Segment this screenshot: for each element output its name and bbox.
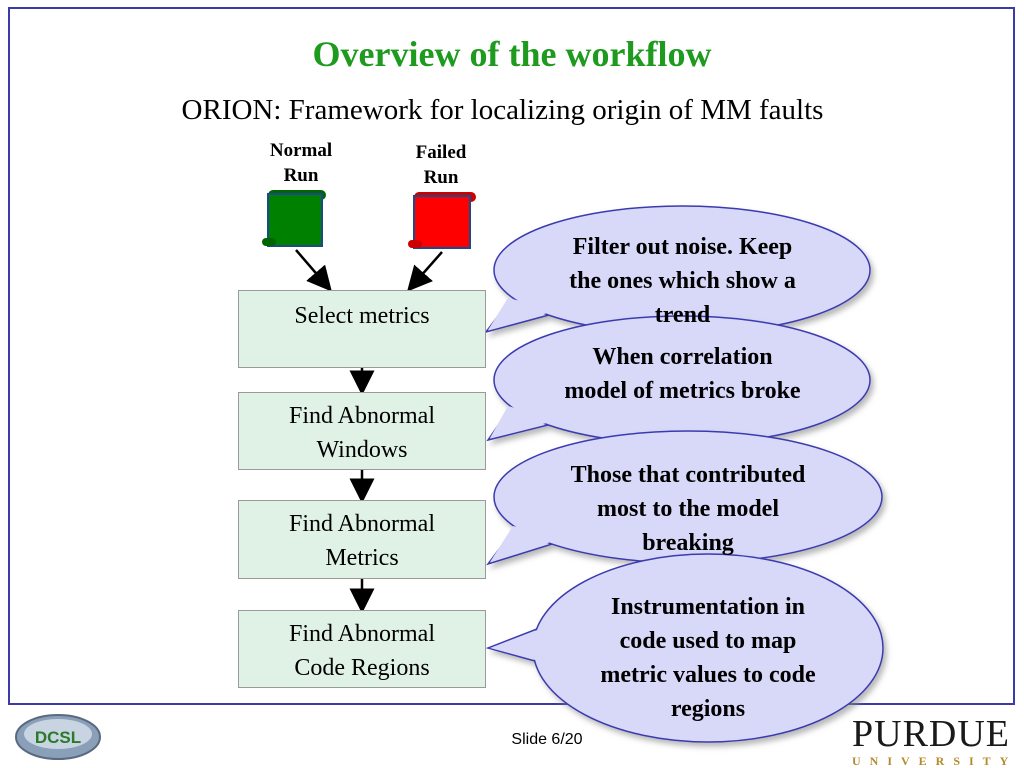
normal-run-label-line1: Normal [269, 140, 333, 161]
step-2-label-line1: Find Abnormal [288, 403, 435, 429]
purdue-logo-main: PURDUE [852, 713, 1011, 755]
slide-frame [8, 7, 1015, 705]
slide-number: Slide 6/20 [511, 731, 583, 748]
callout-2-text: When correlation model of metrics broke [564, 344, 801, 404]
failed-run-label: Failed Run [396, 140, 486, 190]
callout-4-text: Instrumentation in code used to map metr… [600, 594, 816, 722]
purdue-logo-sub: UNIVERSITY [852, 754, 1018, 768]
dcsl-logo-text: DCSL [35, 728, 81, 747]
dcsl-logo: DCSL [12, 712, 104, 762]
purdue-logo: PURDUE UNIVERSITY [852, 713, 1018, 768]
callout-bubble-4 [485, 553, 884, 743]
step-find-abnormal-metrics-box: Find Abnormal Metrics [238, 500, 486, 579]
normal-run-scroll-icon [262, 190, 326, 247]
slide-subtitle: ORION: Framework for localizing origin o… [181, 94, 824, 126]
failed-run-label-line2: Run [423, 167, 459, 188]
step-2-label-line2: Windows [316, 437, 408, 463]
step-find-abnormal-code-regions-box: Find Abnormal Code Regions [238, 610, 486, 688]
failed-run-label-line1: Failed [415, 142, 467, 163]
step-3-label-line1: Find Abnormal [288, 511, 435, 537]
normal-run-label-line2: Run [283, 165, 319, 186]
callout-bubble-1 [484, 205, 871, 335]
failed-run-scroll-icon [408, 192, 476, 249]
slide-title: Overview of the workflow [312, 34, 712, 74]
step-4-label-line1: Find Abnormal [288, 621, 435, 647]
step-select-metrics-box: Select metrics [238, 290, 486, 368]
callout-3-text: Those that contributed most to the model… [570, 462, 806, 556]
step-find-abnormal-windows-box: Find Abnormal Windows [238, 392, 486, 470]
callout-bubble-2 [486, 315, 871, 445]
step-3-label-line2: Metrics [325, 545, 399, 571]
failed-to-select-arrow [407, 251, 443, 292]
step-4-label-line2: Code Regions [294, 655, 430, 681]
normal-to-select-arrow [295, 249, 332, 292]
callout-1-text: Filter out noise. Keep the ones which sh… [569, 234, 796, 328]
normal-run-label: Normal Run [256, 138, 346, 188]
step-1-label: Select metrics [294, 303, 430, 329]
